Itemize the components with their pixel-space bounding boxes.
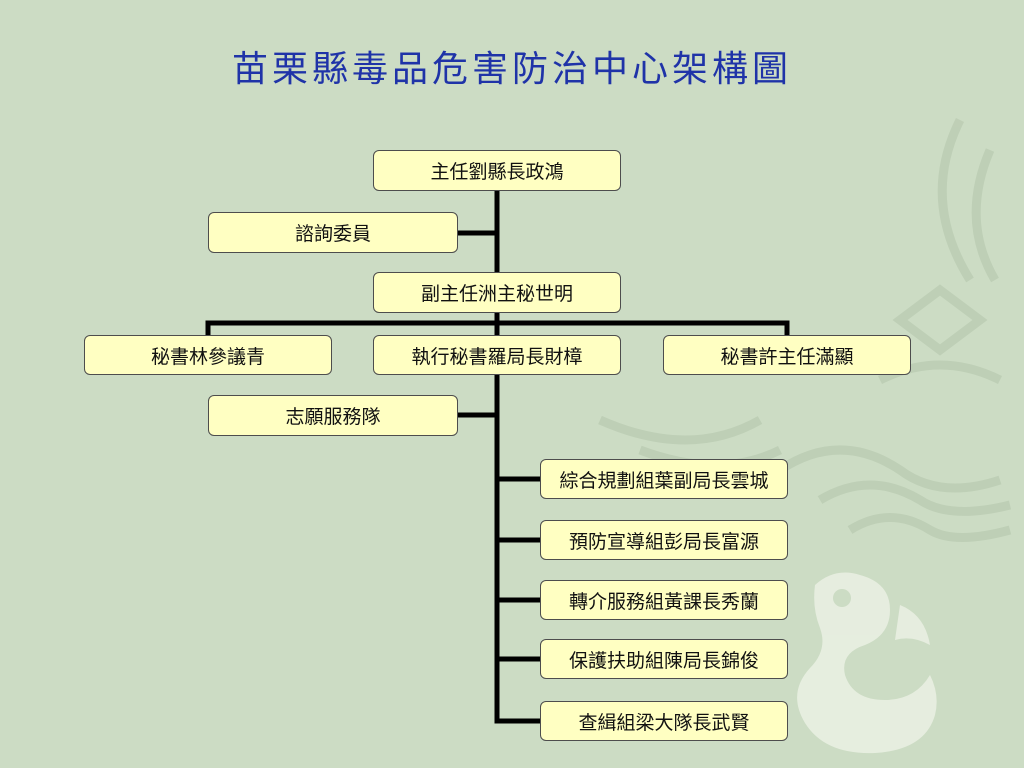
node-prevention-group: 預防宣導組彭局長富源: [540, 520, 788, 560]
node-advisory: 諮詢委員: [208, 212, 458, 253]
node-investigation-group: 查緝組梁大隊長武賢: [540, 701, 788, 741]
node-secretary-left: 秘書林參議青: [84, 335, 332, 375]
node-referral-group: 轉介服務組黃課長秀蘭: [540, 580, 788, 620]
node-volunteers: 志願服務隊: [208, 395, 458, 436]
node-protection-group: 保護扶助組陳局長錦俊: [540, 639, 788, 679]
node-planning-group: 綜合規劃組葉副局長雲城: [540, 459, 788, 499]
node-secretary-right: 秘書許主任滿顯: [663, 335, 911, 375]
dragon-emblem-icon: [797, 572, 937, 754]
node-director: 主任劉縣長政鴻: [373, 150, 621, 191]
node-deputy: 副主任洲主秘世明: [373, 272, 621, 313]
page-title: 苗栗縣毒品危害防治中心架構圖: [231, 49, 792, 90]
node-executive-secretary: 執行秘書羅局長財樟: [373, 335, 621, 375]
